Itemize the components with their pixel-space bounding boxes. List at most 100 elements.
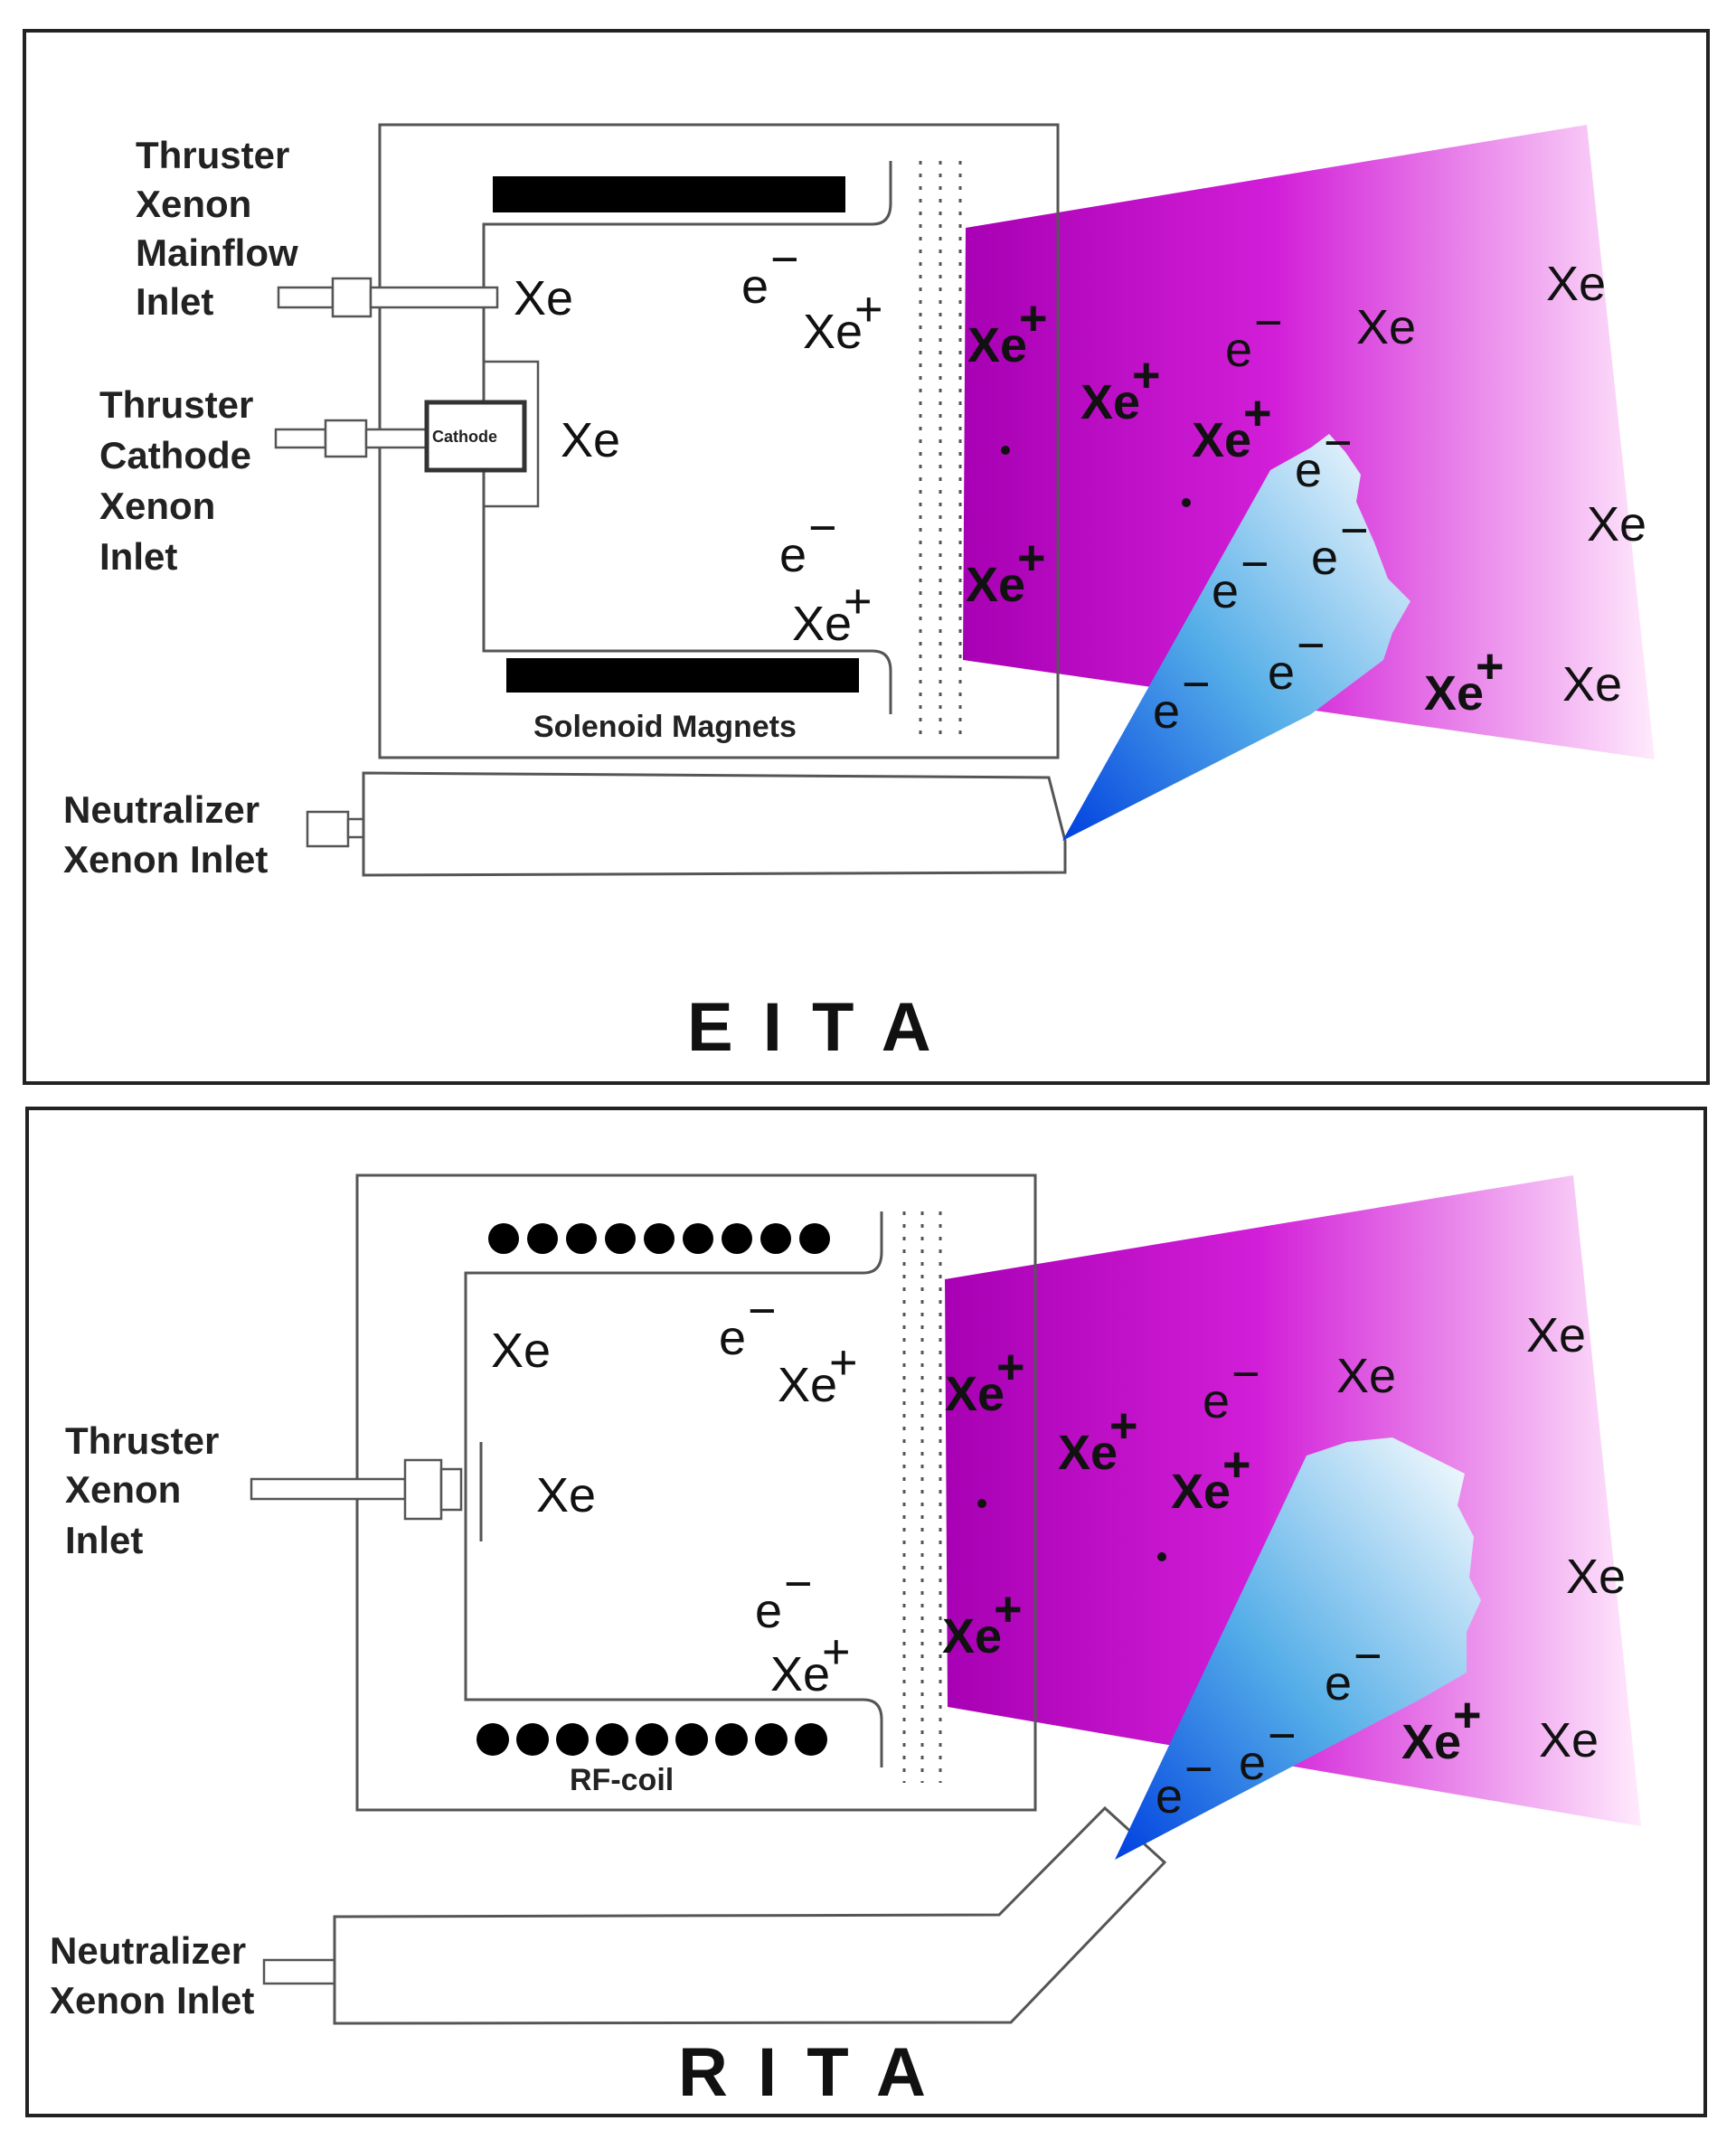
svg-text:Inlet: Inlet [65, 1519, 143, 1561]
svg-text:Xe: Xe [1192, 413, 1251, 467]
electron: e− [1225, 296, 1283, 377]
svg-text:Xenon: Xenon [99, 485, 215, 527]
eita-plume-dot [1001, 446, 1010, 455]
svg-text:e: e [1295, 443, 1322, 497]
svg-text:Xe: Xe [1401, 1715, 1461, 1769]
eita-cathode-inlet-pipe [274, 419, 431, 458]
xenon-atom: Xe [1356, 300, 1416, 354]
svg-text:Thruster: Thruster [65, 1419, 219, 1462]
xenon-ion: Xe+ [1058, 1399, 1138, 1480]
xenon-atom: Xe [514, 271, 573, 325]
xenon-atom: Xe [1566, 1550, 1626, 1604]
svg-text:−: − [1354, 1629, 1382, 1683]
xenon-ion: Xe+ [1424, 639, 1505, 721]
svg-text:e: e [1203, 1374, 1230, 1428]
eita-cathode-label: Thruster Cathode Xenon Inlet [99, 383, 253, 578]
svg-text:Xe: Xe [1424, 666, 1484, 721]
svg-text:Xenon: Xenon [136, 183, 251, 225]
svg-text:+: + [1109, 1399, 1138, 1453]
rita-inlet-pipe [250, 1442, 483, 1541]
svg-text:+: + [1019, 291, 1048, 345]
svg-text:Xe: Xe [945, 1367, 1005, 1421]
electron: e− [1153, 657, 1211, 739]
eita-cathode-box [424, 400, 527, 473]
electron: e− [719, 1284, 777, 1365]
xenon-ion: Xe+ [942, 1582, 1023, 1663]
xenon-ion: Xe+ [1192, 386, 1272, 467]
svg-text:+: + [996, 1340, 1025, 1394]
svg-text:+: + [1132, 348, 1161, 402]
svg-text:e: e [1156, 1769, 1183, 1824]
svg-text:+: + [1243, 386, 1272, 440]
svg-text:Thruster: Thruster [136, 134, 289, 176]
eita-solenoid-magnet-top [493, 176, 845, 212]
rita-rf-coil-top [488, 1223, 830, 1254]
svg-text:Xe: Xe [1171, 1465, 1231, 1519]
svg-text:−: − [1297, 618, 1326, 673]
svg-text:e: e [1311, 531, 1338, 585]
svg-text:Xe: Xe [1058, 1426, 1118, 1480]
eita-ion-plume [963, 125, 1655, 759]
xenon-ion: Xe+ [967, 291, 1048, 372]
electron: e− [1156, 1742, 1213, 1824]
xenon-ion: Xe+ [1171, 1437, 1251, 1519]
rita-coil-label: RF-coil [570, 1763, 674, 1797]
xenon-ion: Xe+ [803, 282, 883, 359]
svg-text:−: − [1184, 1742, 1213, 1796]
svg-text:Inlet: Inlet [99, 535, 177, 578]
svg-text:Neutralizer: Neutralizer [63, 788, 259, 831]
svg-text:−: − [1254, 296, 1283, 350]
eita-cathode-bracket [484, 360, 540, 508]
svg-text:+: + [854, 282, 883, 336]
svg-text:Xe: Xe [966, 558, 1025, 612]
svg-text:−: − [1241, 537, 1269, 591]
xenon-ion: Xe+ [778, 1335, 858, 1412]
electron: e− [1239, 1709, 1297, 1790]
rita-discharge-chamber [464, 1211, 883, 1767]
rita-electron-stream [1115, 1437, 1481, 1860]
xenon-atom: Xe [1562, 657, 1622, 712]
svg-text:Inlet: Inlet [136, 280, 213, 323]
eita-neutralizer [306, 771, 1067, 877]
eita-mainflow-inlet-pipe [277, 277, 499, 318]
svg-text:Thruster: Thruster [99, 383, 253, 426]
svg-text:+: + [994, 1582, 1023, 1636]
rita-plume-dot [977, 1499, 986, 1508]
svg-text:e: e [1268, 646, 1295, 700]
svg-text:−: − [784, 1557, 813, 1611]
svg-text:Xe: Xe [803, 305, 863, 359]
xenon-atom: Xe [1546, 257, 1606, 311]
eita-mainflow-label: Thruster Xenon Mainflow Inlet [136, 134, 298, 323]
rita-thruster-label: Thruster Xenon Inlet [65, 1419, 219, 1561]
eita-plume-dot [1182, 498, 1191, 507]
svg-text:Xenon: Xenon [65, 1468, 181, 1511]
rita-rf-coil-bottom [476, 1723, 827, 1756]
svg-text:−: − [1231, 1347, 1260, 1401]
svg-text:Xe: Xe [792, 597, 852, 651]
svg-text:e: e [1239, 1736, 1266, 1790]
electron: e− [1311, 504, 1369, 585]
svg-text:e: e [741, 259, 769, 314]
xenon-ion: Xe+ [792, 574, 873, 651]
xenon-atom: Xe [1526, 1308, 1586, 1362]
svg-text:−: − [748, 1284, 777, 1338]
svg-text:+: + [1476, 639, 1505, 693]
electron: e− [1325, 1629, 1382, 1711]
svg-text:Cathode: Cathode [99, 434, 251, 476]
eita-neutralizer-label: Neutralizer Xenon Inlet [63, 788, 268, 881]
svg-text:−: − [1182, 657, 1211, 712]
electron: e− [1295, 416, 1353, 497]
electron: e− [741, 232, 799, 314]
electron: e− [1203, 1347, 1260, 1428]
svg-text:e: e [1225, 323, 1252, 377]
eita-panel-border [23, 29, 1710, 1085]
svg-text:e: e [779, 528, 807, 582]
svg-text:Mainflow: Mainflow [136, 231, 298, 274]
xenon-atom: Xe [1539, 1713, 1599, 1767]
svg-text:+: + [829, 1335, 858, 1390]
rita-neutralizer [262, 1805, 1167, 2025]
svg-text:+: + [1017, 531, 1046, 585]
svg-text:Xe: Xe [942, 1609, 1002, 1663]
svg-text:Xenon Inlet: Xenon Inlet [63, 838, 268, 881]
